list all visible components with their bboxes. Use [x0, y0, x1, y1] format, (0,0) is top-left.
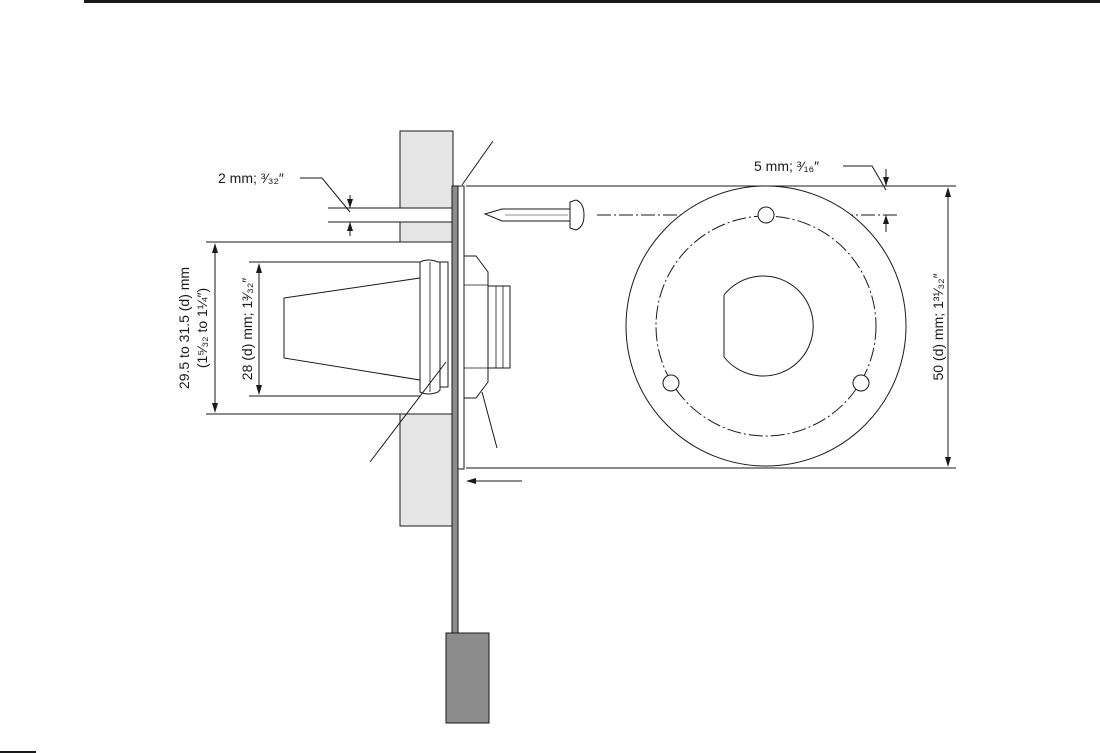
mounting-screw — [485, 200, 584, 230]
hole-diameter-label-line2: (1⁵⁄₃₂ to 1¼″) — [194, 288, 210, 368]
bracket-diameter-label: 50 (d) mm; 1³¹⁄₃₂″ — [930, 273, 946, 380]
threaded-stem — [488, 286, 510, 368]
insert-diameter-label: 28 (d) mm; 1³⁄₃₂″ — [239, 278, 255, 380]
screw-hole-right — [853, 375, 869, 391]
leader-plate-arrowhead — [466, 478, 476, 484]
panel-upper — [400, 131, 453, 208]
panel-lower — [400, 414, 453, 526]
screw-offset-arrow-top — [883, 177, 889, 186]
screw-hole-left — [663, 375, 679, 391]
gap-arrow-top — [347, 199, 353, 208]
leader-bracket-top — [462, 141, 493, 185]
screw-offset-label: 5 mm; ³⁄₁₆″ — [754, 158, 819, 174]
gap-arrow-bottom — [347, 222, 353, 231]
bracket-front-view — [626, 186, 906, 466]
hex-nut — [464, 256, 488, 398]
screw-head — [570, 200, 584, 230]
tapered-insert — [284, 278, 420, 380]
hole-diameter-label-line1: 29.5 to 31.5 (d) mm — [176, 267, 192, 389]
panel-gap-label: 2 mm; ³⁄₃₂″ — [218, 170, 284, 186]
bracket-foot — [446, 633, 489, 723]
bracket-dim-arrow-top — [945, 187, 951, 197]
hole-arrow-top — [212, 243, 218, 253]
insert-arrow-bottom — [256, 385, 262, 395]
connector-body — [284, 256, 510, 398]
panel-tab — [400, 222, 453, 242]
screw-offset-arrow-bottom — [883, 215, 889, 224]
bracket-dim-arrow-bottom — [945, 457, 951, 467]
screw-hole-top — [758, 207, 774, 223]
bracket-diameter-dimension: 50 (d) mm; 1³¹⁄₃₂″ — [930, 187, 951, 467]
gap-leader — [300, 178, 350, 212]
leader-nut — [482, 392, 497, 448]
panel-gap-dimension: 2 mm; ³⁄₃₂″ — [218, 170, 400, 236]
insert-arrow-top — [256, 263, 262, 273]
bracket-washer-strip — [458, 186, 464, 469]
hole-arrow-bottom — [212, 403, 218, 413]
